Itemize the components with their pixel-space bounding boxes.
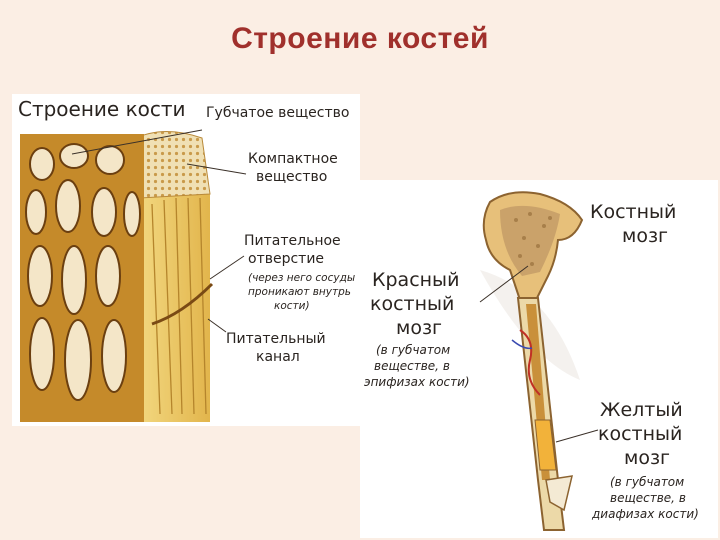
label-red-marrow-line2: костный	[370, 293, 455, 315]
long-bone-illustration	[479, 191, 599, 531]
label-bone-marrow-line1: Костный	[590, 201, 677, 223]
label-canal-line1: Питательный	[226, 331, 326, 347]
label-red-marrow-note3: эпифизах кости)	[364, 375, 470, 389]
label-yellow-marrow-line1: Желтый	[600, 399, 683, 421]
label-foramen-note1: (через него сосуды	[248, 272, 356, 284]
label-spongy-substance: Губчатое вещество	[206, 105, 350, 121]
bone-structure-figure: Строение кости Губчатое вещество Компакт…	[12, 94, 360, 426]
label-yellow-marrow-note3: диафизах кости)	[592, 507, 699, 521]
label-foramen-note3: кости)	[274, 300, 310, 312]
label-canal-line2: канал	[256, 349, 300, 365]
label-foramen-note2: проникают внутрь	[248, 286, 351, 298]
bone-marrow-figure: Костный мозг Красный костный мозг (в губ…	[360, 180, 718, 538]
label-compact-line2: вещество	[256, 169, 328, 185]
bone-section-illustration	[20, 129, 247, 422]
label-compact-line1: Компактное	[248, 151, 338, 167]
label-yellow-marrow-line2: костный	[598, 423, 683, 445]
left-figure-title: Строение кости	[18, 97, 186, 121]
label-red-marrow-line1: Красный	[372, 269, 460, 291]
slide-title: Строение костей	[231, 22, 489, 55]
label-yellow-marrow-line3: мозг	[624, 447, 671, 469]
label-bone-marrow-line2: мозг	[622, 225, 669, 247]
label-red-marrow-note2: веществе, в	[374, 359, 450, 373]
label-yellow-marrow-note1: (в губчатом	[610, 475, 685, 489]
label-foramen-line2: отверстие	[248, 251, 325, 267]
label-foramen-line1: Питательное	[244, 233, 341, 249]
label-red-marrow-line3: мозг	[396, 317, 443, 339]
label-red-marrow-note1: (в губчатом	[376, 343, 451, 357]
label-yellow-marrow-note2: веществе, в	[610, 491, 686, 505]
